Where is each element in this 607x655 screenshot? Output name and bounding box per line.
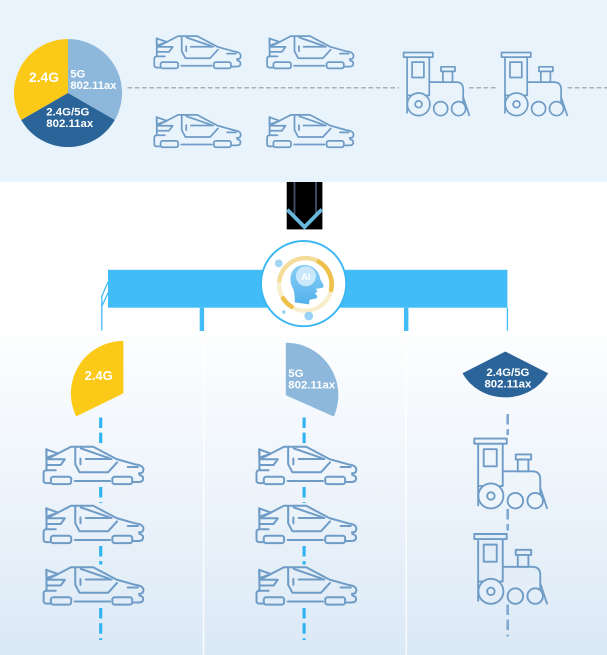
svg-text:802.11ax: 802.11ax [288, 380, 336, 392]
svg-text:2.4G: 2.4G [29, 70, 59, 85]
svg-text:2.4G/5G: 2.4G/5G [46, 107, 89, 119]
svg-text:802.11ax: 802.11ax [46, 118, 94, 130]
svg-text:2.4G: 2.4G [85, 368, 113, 383]
svg-text:802.11ax: 802.11ax [70, 80, 117, 92]
svg-text:5G: 5G [288, 368, 303, 380]
svg-text:5G: 5G [70, 69, 85, 81]
svg-text:2.4G/5G: 2.4G/5G [486, 367, 529, 379]
svg-text:AI: AI [301, 272, 311, 283]
svg-text:802.11ax: 802.11ax [484, 379, 532, 391]
